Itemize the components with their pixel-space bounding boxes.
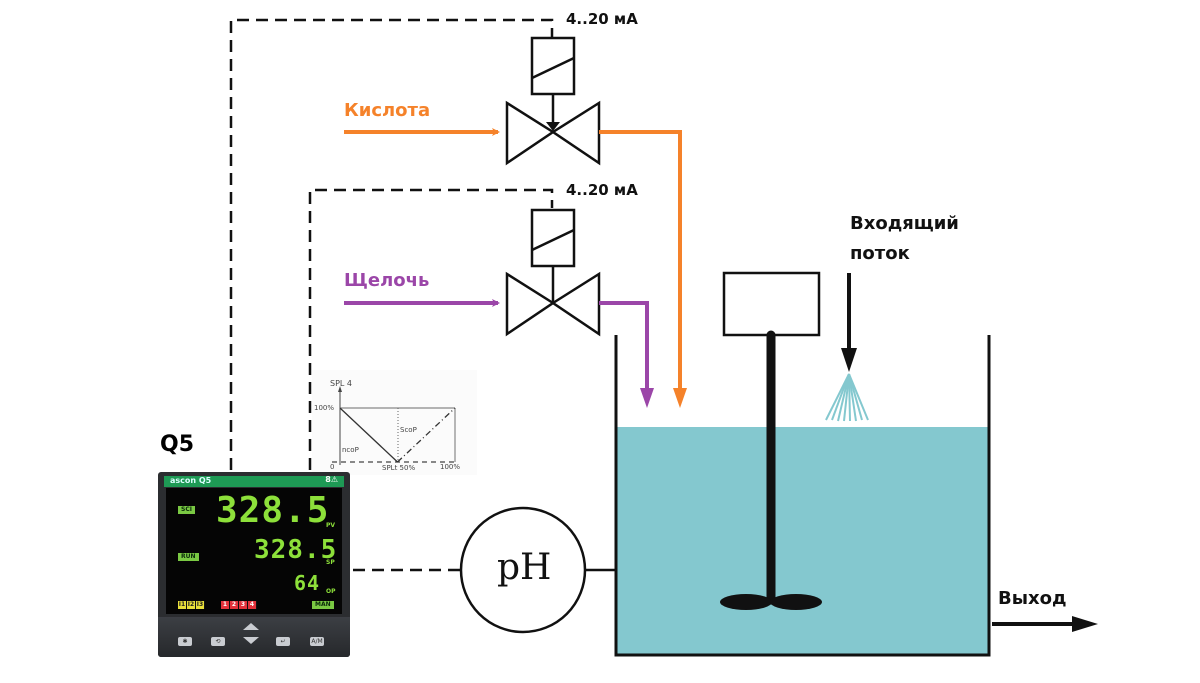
y-axis-arrow-icon	[338, 386, 342, 392]
input-indicator-3: I3	[196, 601, 205, 609]
signal-label-acid: 4..20 мА	[566, 10, 638, 28]
series-scop	[397, 407, 456, 463]
base-label: Щелочь	[344, 270, 430, 291]
op-value: 64	[294, 571, 321, 595]
mixer	[720, 271, 822, 610]
pv-value: 328.5	[216, 490, 330, 531]
x-tick-mid: SPLt 50%	[382, 464, 416, 472]
spray-nozzle-icon	[825, 373, 869, 422]
output-indicator-4: 4	[248, 601, 257, 609]
acid-label: Кислота	[344, 100, 431, 121]
controller-keypad: ✱ ⟲ ↵ A/M	[158, 617, 350, 657]
signal-line-base	[308, 188, 554, 470]
tank-wall	[614, 335, 991, 657]
inflow-arrow-icon	[841, 348, 857, 372]
base-arrow-icon	[640, 388, 654, 408]
curve-label-scop: ScoP	[400, 426, 417, 434]
output-indicator-1: 1	[221, 601, 230, 609]
star-key[interactable]: ✱	[178, 637, 192, 646]
chart-title: SPL 4	[330, 379, 352, 388]
sci-tag: SCI	[178, 506, 195, 514]
controller-brand: ascon Q5	[170, 476, 212, 485]
acid-arrow-icon	[673, 388, 687, 408]
enter-key[interactable]: ↵	[276, 637, 290, 646]
outlet-label: Выход	[998, 588, 1067, 609]
mixer-blade-right	[770, 594, 822, 610]
mixer-motor	[722, 271, 821, 337]
signal-line-acid	[229, 18, 554, 470]
ph-sensor-label: pH	[497, 547, 552, 588]
x-tick-100: 100%	[440, 463, 461, 471]
sp-unit: SP	[326, 559, 335, 566]
op-unit: OP	[326, 588, 336, 595]
inflow-label-line2: поток	[850, 243, 910, 264]
curve-label-ncop: ncoP	[342, 446, 359, 454]
man-tag: MAN	[312, 601, 334, 609]
loop-key[interactable]: ⟲	[211, 637, 225, 646]
tank-liquid	[616, 427, 989, 655]
controller-header	[164, 476, 344, 487]
series-ncop	[339, 407, 398, 463]
x-tick-0: 0	[330, 463, 335, 471]
acid-outlet-pipe	[599, 130, 682, 398]
base-actuator	[530, 208, 576, 268]
controller-q5[interactable]: ascon Q5 8⚠ SCI 328.5 PV RUN 328.5 SP 64…	[158, 472, 350, 657]
signal-label-base: 4..20 мА	[566, 181, 638, 199]
input-indicator-1: I1	[178, 601, 187, 609]
input-indicator-2: I2	[187, 601, 196, 609]
controller-name: Q5	[160, 432, 195, 457]
split-range-plot	[332, 386, 456, 465]
output-indicator-3: 3	[239, 601, 248, 609]
acid-actuator	[530, 36, 576, 96]
y-tick-100: 100%	[314, 404, 335, 412]
auto-manual-key[interactable]: A/M	[310, 637, 324, 646]
controller-status-icon: 8⚠	[325, 475, 338, 484]
base-valve[interactable]	[505, 208, 601, 337]
up-arrow-key[interactable]	[243, 623, 259, 630]
down-arrow-key[interactable]	[243, 637, 259, 644]
mixer-blade-left	[720, 594, 772, 610]
output-indicator-2: 2	[230, 601, 239, 609]
pv-unit: PV	[326, 522, 336, 529]
split-range-chart: SPL 4 100% 0 SPLt 50% 100% ncoP ScoP	[312, 370, 477, 475]
sp-value: 328.5	[254, 535, 338, 565]
inflow-label-line1: Входящий	[850, 213, 959, 234]
run-tag: RUN	[178, 553, 199, 561]
acid-valve[interactable]	[505, 36, 601, 166]
controller-display: SCI 328.5 PV RUN 328.5 SP 64 OP I1 I2 I3…	[166, 488, 342, 614]
base-outlet-pipe	[599, 301, 649, 398]
outlet-arrow-icon	[1072, 616, 1098, 632]
